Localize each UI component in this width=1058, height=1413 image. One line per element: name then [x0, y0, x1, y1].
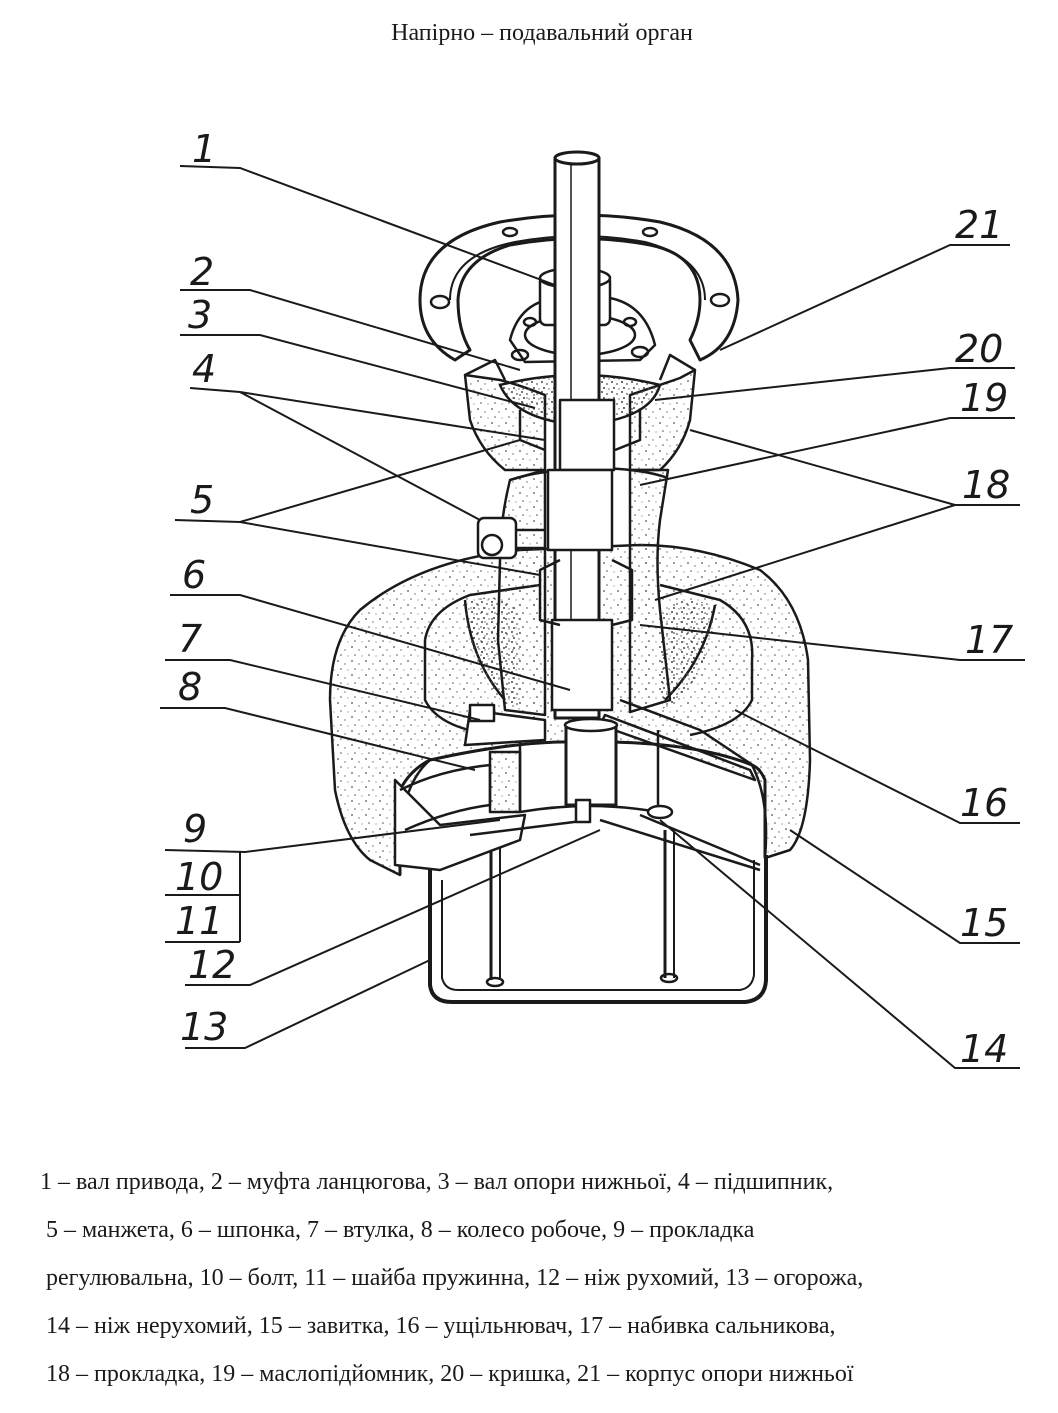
callout-21: 21	[955, 203, 1003, 247]
leader-line-1	[179, 165, 556, 286]
callout-6: 6	[182, 553, 206, 597]
callout-12: 12	[188, 943, 236, 987]
callout-7: 7	[178, 617, 202, 661]
leader-line-16	[734, 709, 1020, 824]
leader-line-15	[789, 829, 1020, 944]
lower-bearing-housing	[496, 468, 547, 717]
leader-line-13	[185, 959, 431, 1049]
leader-line-18b	[654, 504, 956, 601]
parts-legend: 1 – вал привода, 2 – муфта ланцюгова, 3 …	[40, 1158, 1050, 1398]
leader-line-3	[180, 334, 536, 409]
callout-18: 18	[962, 463, 1010, 507]
callout-17: 17	[965, 618, 1013, 662]
legend-line: 1 – вал привода, 2 – муфта ланцюгова, 3 …	[40, 1169, 834, 1195]
callout-15: 15	[960, 901, 1008, 945]
callout-9: 9	[183, 807, 207, 851]
callout-8: 8	[178, 665, 202, 709]
legend-line: 18 – прокладка, 19 – маслопідйомник, 20 …	[46, 1361, 854, 1387]
callout-20: 20	[955, 327, 1003, 371]
callout-1: 1	[192, 127, 216, 171]
leader-line-8	[160, 707, 476, 771]
callout-5: 5	[190, 478, 214, 522]
callout-4: 4	[192, 347, 216, 391]
leader-line-7	[165, 659, 481, 721]
callout-19: 19	[960, 376, 1008, 420]
callout-numbers: 1 2 3 4 5 6 7 8 9 10 11 12 13 14 15 16 1…	[175, 127, 1013, 1071]
leader-line-4b	[239, 391, 546, 441]
legend-line: регулювальна, 10 – болт, 11 – шайба пруж…	[46, 1265, 864, 1291]
leader-line-10-11	[165, 852, 241, 943]
leader-line-5	[174, 439, 521, 524]
callout-16: 16	[960, 781, 1008, 825]
leader-line-19	[639, 417, 1015, 486]
callout-13: 13	[180, 1005, 228, 1049]
leader-line-9	[164, 819, 501, 854]
callout-3: 3	[188, 293, 212, 337]
page-title: Напірно – подавальний орган	[391, 20, 693, 46]
drawing-body	[328, 150, 812, 1004]
callout-11: 11	[175, 899, 223, 943]
legend-line: 5 – манжета, 6 – шпонка, 7 – втулка, 8 –…	[46, 1217, 755, 1243]
callout-10: 10	[175, 855, 223, 899]
leader-line-20	[654, 367, 1015, 401]
leader-lines	[160, 165, 1025, 1069]
leader-line-17	[639, 624, 1025, 661]
leader-line-2	[180, 289, 521, 371]
pump-assembly-drawing: 1 2 3 4 5 6 7 8 9 10 11 12 13 14 15 16 1…	[160, 127, 1025, 1071]
leader-line-14	[659, 819, 1020, 1069]
legend-line: 14 – ніж нерухомий, 15 – завитка, 16 – у…	[46, 1313, 836, 1339]
guard-frame	[428, 855, 768, 1004]
leader-line-12	[185, 829, 601, 986]
leader-line-6	[170, 594, 571, 691]
leader-line-5b	[239, 521, 541, 576]
callout-14: 14	[960, 1027, 1008, 1071]
callout-2: 2	[190, 250, 214, 294]
leader-line-21	[719, 244, 1010, 351]
